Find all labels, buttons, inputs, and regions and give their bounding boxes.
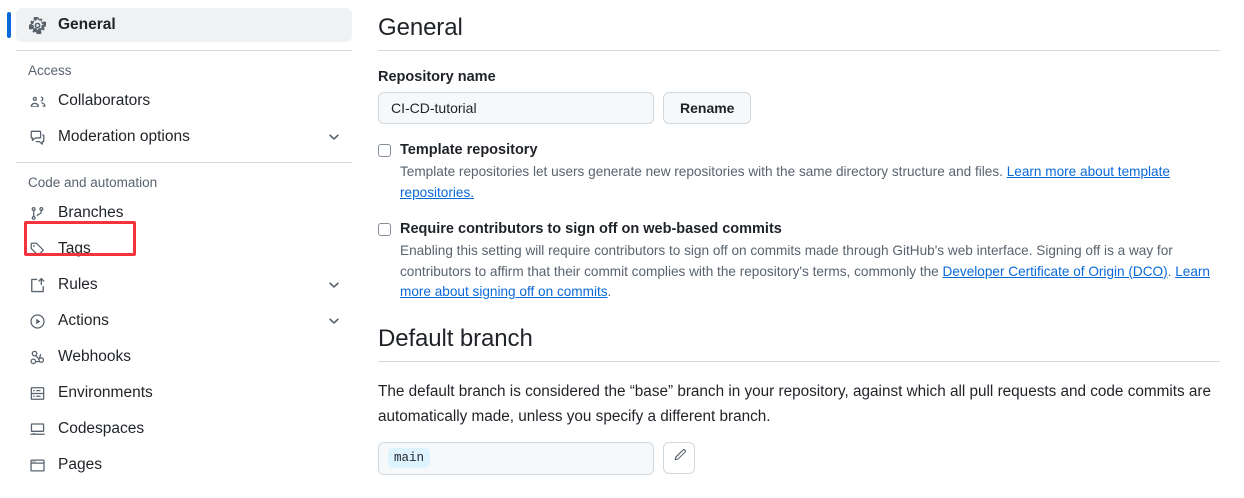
settings-sidebar: General Access Collaborators Moderation … xyxy=(0,0,368,498)
gear-icon xyxy=(28,16,46,34)
template-repository-checkbox[interactable] xyxy=(378,144,391,157)
sidebar-item-rules[interactable]: Rules xyxy=(16,268,352,302)
learn-more-signing-off-link[interactable]: Learn more about signing off on commits xyxy=(400,263,1210,300)
signoff-desc-part2: . xyxy=(1167,263,1176,279)
comment-discussion-icon xyxy=(28,128,46,146)
default-branch-name: main xyxy=(388,448,431,468)
signoff-desc-part3: . xyxy=(607,284,612,299)
play-circle-icon xyxy=(28,312,46,330)
template-repository-setting: Template repository Template repositorie… xyxy=(378,140,1220,203)
chevron-down-icon[interactable] xyxy=(326,277,342,293)
sidebar-item-actions[interactable]: Actions xyxy=(16,304,352,338)
rename-button[interactable]: Rename xyxy=(663,92,752,124)
browser-icon xyxy=(28,456,46,474)
template-repository-title: Template repository xyxy=(400,142,538,158)
sidebar-item-environments[interactable]: Environments xyxy=(16,376,352,410)
repository-name-input[interactable]: CI-CD-tutorial xyxy=(378,92,654,124)
codespaces-icon xyxy=(28,420,46,438)
template-repository-desc-text: Template repositories let users generate… xyxy=(400,164,1003,179)
page-title: General xyxy=(378,14,463,41)
signoff-desc-part1: Enabling this setting will require contr… xyxy=(400,243,1173,279)
sidebar-item-collaborators[interactable]: Collaborators xyxy=(16,84,352,118)
dco-link[interactable]: Developer Certificate of Origin (DCO) xyxy=(942,263,1168,279)
sidebar-item-label: Branches xyxy=(58,204,124,221)
chevron-down-icon[interactable] xyxy=(326,313,342,329)
default-branch-description: The default branch is considered the “ba… xyxy=(378,382,1211,425)
signoff-title: Require contributors to sign off on web-… xyxy=(400,221,782,237)
edit-default-branch-button[interactable] xyxy=(663,442,695,474)
sidebar-item-label: Tags xyxy=(58,240,91,257)
signoff-setting: Require contributors to sign off on web-… xyxy=(378,219,1220,303)
settings-main-content: General Repository name CI-CD-tutorial R… xyxy=(378,0,1220,498)
repository-name-row: CI-CD-tutorial Rename xyxy=(378,92,1220,124)
sidebar-item-label: Environments xyxy=(58,384,153,401)
webhook-icon xyxy=(28,348,46,366)
sidebar-item-label: Rules xyxy=(58,276,98,293)
sidebar-item-codespaces[interactable]: Codespaces xyxy=(16,412,352,446)
sidebar-item-label: Actions xyxy=(58,312,109,329)
sidebar-item-webhooks[interactable]: Webhooks xyxy=(16,340,352,374)
people-icon xyxy=(28,92,46,110)
sidebar-item-tags[interactable]: Tags xyxy=(16,232,352,266)
git-branch-icon xyxy=(28,204,46,222)
sidebar-item-label: Pages xyxy=(58,456,102,473)
sidebar-item-label: Moderation options xyxy=(58,128,190,145)
sidebar-section-code-automation-title: Code and automation xyxy=(28,174,158,190)
signoff-description: Enabling this setting will require contr… xyxy=(400,241,1220,303)
sidebar-item-moderation-options[interactable]: Moderation options xyxy=(16,120,352,154)
server-icon xyxy=(28,384,46,402)
template-repository-description: Template repositories let users generate… xyxy=(400,162,1220,203)
sidebar-section-access-title: Access xyxy=(28,62,72,78)
pencil-icon xyxy=(672,448,687,468)
sidebar-item-pages[interactable]: Pages xyxy=(16,448,352,482)
title-divider xyxy=(378,50,1220,51)
tag-icon xyxy=(28,240,46,258)
sidebar-divider-2 xyxy=(16,162,352,163)
sidebar-item-branches[interactable]: Branches xyxy=(16,196,352,230)
chevron-down-icon[interactable] xyxy=(326,129,342,145)
sidebar-item-label: Codespaces xyxy=(58,420,145,437)
default-branch-input[interactable]: main xyxy=(378,441,654,475)
sidebar-item-label: General xyxy=(58,16,116,33)
learn-more-template-repositories-link[interactable]: Learn more about template repositories. xyxy=(400,164,1170,200)
sidebar-item-label: Webhooks xyxy=(58,348,131,365)
repository-name-label: Repository name xyxy=(378,69,496,85)
default-branch-divider xyxy=(378,360,1220,362)
default-branch-heading: Default branch xyxy=(378,324,533,352)
signoff-checkbox[interactable] xyxy=(378,223,391,236)
rules-icon xyxy=(28,276,46,294)
sidebar-divider-1 xyxy=(16,50,352,51)
sidebar-item-label: Collaborators xyxy=(58,92,151,109)
sidebar-item-general[interactable]: General xyxy=(7,8,352,42)
default-branch-row: main xyxy=(378,441,1220,475)
